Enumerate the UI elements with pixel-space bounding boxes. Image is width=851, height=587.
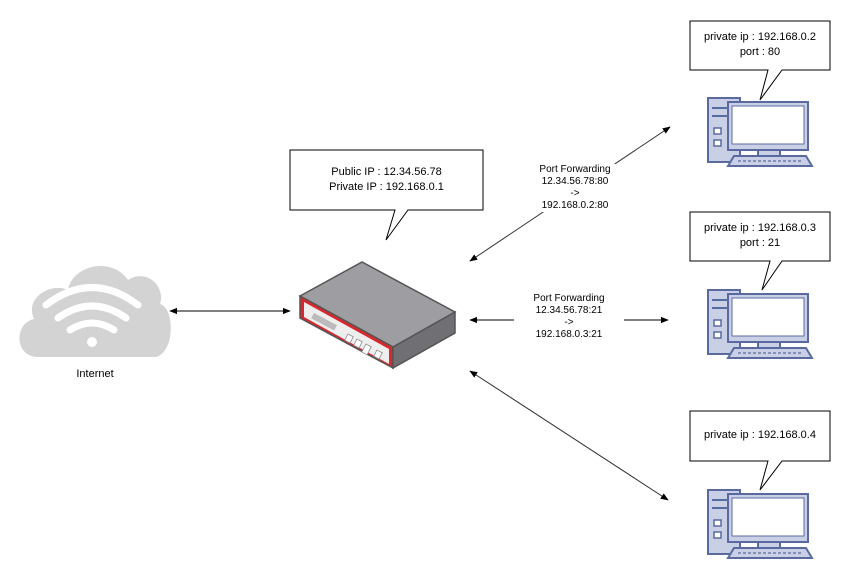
router-callout: Public IP : 12.34.56.78 Private IP : 192…: [290, 165, 483, 195]
pc2-callout: private ip : 192.168.0.3 port : 21: [690, 221, 830, 251]
connector-router-pc3: [469, 370, 669, 501]
pc3-callout: private ip : 192.168.0.4: [690, 428, 830, 443]
router-public-ip: Public IP : 12.34.56.78: [331, 166, 442, 178]
pc1-port: port : 80: [739, 46, 781, 58]
pc3-callout-shape: [689, 410, 831, 491]
port-forwarding-label-1: Port Forwarding 12.34.56.78:80 -> 192.16…: [520, 164, 630, 212]
internet-label: Internet: [76, 368, 114, 380]
cloud-wifi-icon: [19, 265, 171, 357]
computer-2: [707, 289, 813, 359]
port-forwarding-label-2: Port Forwarding 12.34.56.78:21 -> 192.16…: [514, 293, 624, 341]
router-callout-shape: [289, 149, 484, 241]
pc1-callout-shape: [689, 20, 831, 101]
computer-3: [707, 489, 813, 559]
pc3-ip: private ip : 192.168.0.4: [704, 429, 816, 441]
pc2-callout-shape: [689, 211, 831, 291]
computer-1: [707, 97, 813, 167]
router-icon: [298, 261, 457, 370]
pc1-callout: private ip : 192.168.0.2 port : 80: [690, 30, 830, 60]
router-private-ip: Private IP : 192.168.0.1: [329, 181, 444, 193]
pc1-ip: private ip : 192.168.0.2: [704, 31, 816, 43]
pc2-ip: private ip : 192.168.0.3: [704, 222, 816, 234]
pc2-port: port : 21: [739, 237, 781, 249]
